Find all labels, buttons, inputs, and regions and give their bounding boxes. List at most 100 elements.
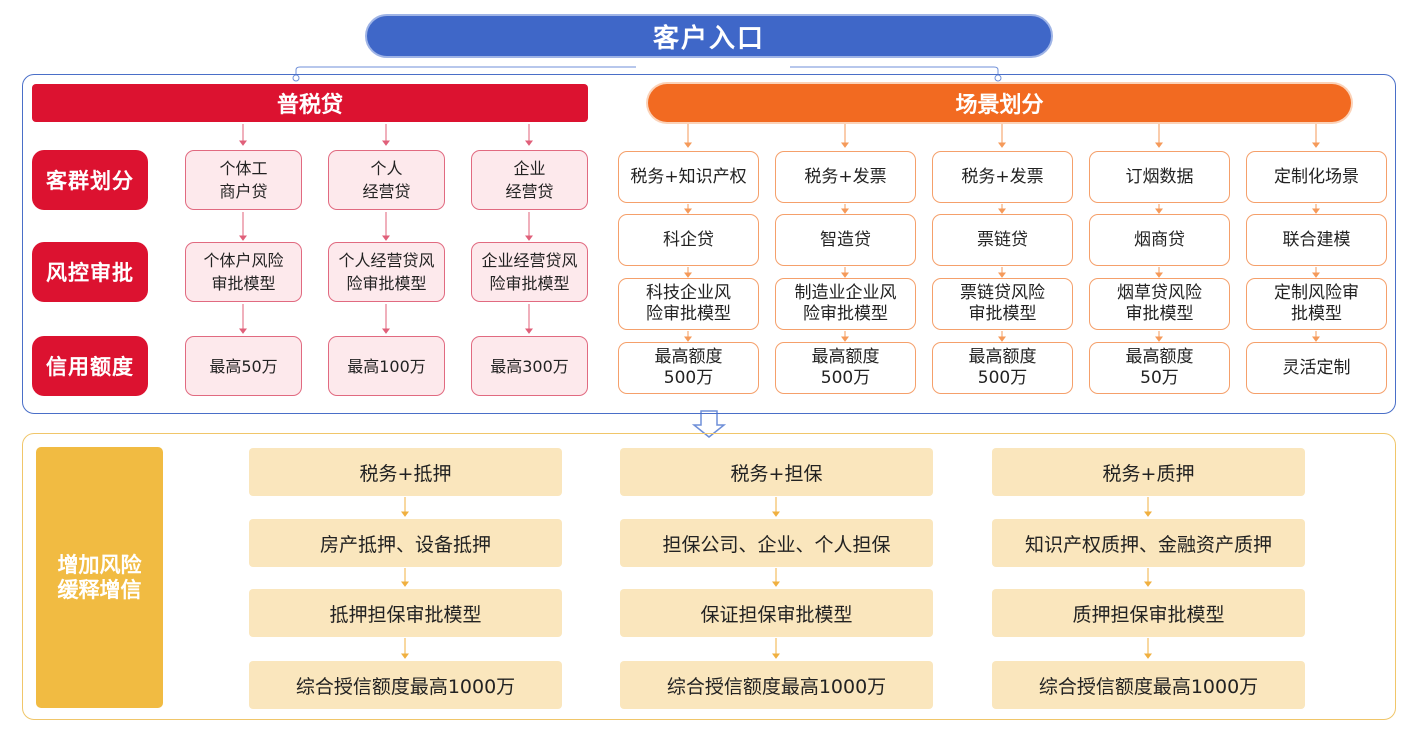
connector-arrowhead bbox=[998, 142, 1006, 148]
box-text: 担保公司、企业、个人担保 bbox=[662, 533, 891, 556]
connector-arrowhead bbox=[1312, 142, 1320, 148]
connector-arrowhead bbox=[239, 140, 247, 146]
risk-mitigation-text: 增加风险 缓释增信 bbox=[57, 552, 142, 602]
bottom-frame bbox=[22, 433, 1396, 720]
connector-arrowhead bbox=[684, 272, 692, 278]
connector-arrowhead bbox=[998, 336, 1006, 342]
box-text: 定制风险审 批模型 bbox=[1274, 283, 1359, 324]
approval-model-box: 保证担保审批模型 bbox=[620, 589, 933, 637]
connector-arrowhead bbox=[1144, 511, 1152, 517]
connector-arrowhead bbox=[1312, 336, 1320, 342]
connector-arrowhead bbox=[841, 272, 849, 278]
box-text: 个人经营贷风 险审批模型 bbox=[338, 251, 435, 293]
limit-box: 最高额度 500万 bbox=[775, 342, 916, 394]
model-box: 制造业企业风 险审批模型 bbox=[775, 278, 916, 330]
box-text: 抵押担保审批模型 bbox=[329, 603, 482, 626]
connector-arrowhead bbox=[998, 272, 1006, 278]
scene-box: 税务+发票 bbox=[932, 151, 1073, 203]
box-text: 保证担保审批模型 bbox=[700, 603, 853, 626]
model-box: 科技企业风 险审批模型 bbox=[618, 278, 759, 330]
collateral-box: 知识产权质押、金融资产质押 bbox=[992, 519, 1305, 567]
box-text: 房产抵押、设备抵押 bbox=[319, 533, 491, 556]
left-limit-box: 最高100万 bbox=[328, 336, 445, 396]
product-box: 智造贷 bbox=[775, 214, 916, 266]
limit-box: 最高额度 50万 bbox=[1089, 342, 1230, 394]
row-label-text: 信用额度 bbox=[46, 355, 134, 379]
connector-arrowhead bbox=[841, 208, 849, 214]
box-text: 智造贷 bbox=[820, 229, 871, 250]
connector-arrowhead bbox=[525, 140, 533, 146]
box-text: 质押担保审批模型 bbox=[1072, 603, 1225, 626]
box-text: 最高300万 bbox=[490, 356, 569, 376]
row-label-credit-limit: 信用额度 bbox=[32, 336, 148, 396]
limit-box: 最高额度 500万 bbox=[618, 342, 759, 394]
scene-box: 定制化场景 bbox=[1246, 151, 1387, 203]
product-box: 烟商贷 bbox=[1089, 214, 1230, 266]
connector-arrowhead bbox=[525, 328, 533, 334]
left-group-box: 个人 经营贷 bbox=[328, 150, 445, 210]
product-box: 联合建模 bbox=[1246, 214, 1387, 266]
connector-arrowhead bbox=[239, 235, 247, 241]
box-text: 制造业企业风 险审批模型 bbox=[794, 283, 897, 324]
box-text: 税务+抵押 bbox=[359, 462, 452, 485]
approval-model-box: 质押担保审批模型 bbox=[992, 589, 1305, 637]
product-box: 票链贷 bbox=[932, 214, 1073, 266]
connector-arrowhead bbox=[1155, 336, 1163, 342]
row-label-text: 客群划分 bbox=[46, 169, 134, 193]
box-text: 综合授信额度最高1000万 bbox=[666, 675, 887, 698]
box-text: 企业经营贷风 险审批模型 bbox=[481, 251, 578, 293]
connector-arrowhead bbox=[382, 328, 390, 334]
scene-box: 订烟数据 bbox=[1089, 151, 1230, 203]
box-text: 最高额度 500万 bbox=[654, 347, 723, 388]
box-text: 个人 经营贷 bbox=[362, 159, 411, 201]
box-text: 个体工 商户贷 bbox=[219, 159, 268, 201]
connector-arrowhead bbox=[525, 235, 533, 241]
connector-arrowhead bbox=[684, 208, 692, 214]
putai-loan-title: 普税贷 bbox=[276, 93, 343, 118]
row-label-customer-group: 客群划分 bbox=[32, 150, 148, 210]
box-text: 企业 经营贷 bbox=[505, 159, 554, 201]
credit-limit-box: 综合授信额度最高1000万 bbox=[620, 661, 933, 709]
row-label-text: 风控审批 bbox=[46, 261, 134, 285]
box-text: 税务+发票 bbox=[961, 166, 1044, 187]
left-group-box: 个体工 商户贷 bbox=[185, 150, 302, 210]
connector-arrowhead bbox=[772, 511, 780, 517]
connector-arrowhead bbox=[1312, 272, 1320, 278]
connector-arrowhead bbox=[382, 235, 390, 241]
limit-box: 最高额度 500万 bbox=[932, 342, 1073, 394]
box-text: 最高100万 bbox=[347, 356, 426, 376]
connector-arrowhead bbox=[1155, 208, 1163, 214]
model-box: 烟草贷风险 审批模型 bbox=[1089, 278, 1230, 330]
box-text: 个体户风险 审批模型 bbox=[203, 251, 284, 293]
putai-loan-band: 普税贷 bbox=[32, 84, 588, 122]
limit-box: 灵活定制 bbox=[1246, 342, 1387, 394]
box-text: 最高50万 bbox=[209, 356, 278, 376]
mitigation-type-box: 税务+质押 bbox=[992, 448, 1305, 496]
box-text: 最高额度 50万 bbox=[1125, 347, 1194, 388]
box-text: 税务+知识产权 bbox=[630, 166, 747, 187]
credit-limit-box: 综合授信额度最高1000万 bbox=[249, 661, 562, 709]
customer-entry-title: 客户入口 bbox=[652, 23, 765, 54]
scenario-band: 场景划分 bbox=[648, 84, 1351, 122]
box-text: 知识产权质押、金融资产质押 bbox=[1024, 533, 1272, 556]
connector-arrowhead bbox=[239, 328, 247, 334]
box-text: 税务+发票 bbox=[804, 166, 887, 187]
connector-arrowhead bbox=[382, 140, 390, 146]
connector-arrowhead bbox=[684, 142, 692, 148]
connector-arrowhead bbox=[841, 336, 849, 342]
box-text: 订烟数据 bbox=[1125, 166, 1194, 187]
top-frame bbox=[22, 74, 1396, 414]
box-text: 科企贷 bbox=[663, 229, 714, 250]
mitigation-type-box: 税务+担保 bbox=[620, 448, 933, 496]
connector-arrowhead bbox=[998, 208, 1006, 214]
connector-arrowhead bbox=[1312, 208, 1320, 214]
collateral-box: 房产抵押、设备抵押 bbox=[249, 519, 562, 567]
approval-model-box: 抵押担保审批模型 bbox=[249, 589, 562, 637]
connector-arrowhead bbox=[684, 336, 692, 342]
connector-arrowhead bbox=[1155, 272, 1163, 278]
connector-arrowhead bbox=[1144, 653, 1152, 659]
risk-mitigation-label: 增加风险 缓释增信 bbox=[36, 447, 163, 708]
connector-arrowhead bbox=[772, 653, 780, 659]
box-text: 税务+担保 bbox=[730, 462, 823, 485]
